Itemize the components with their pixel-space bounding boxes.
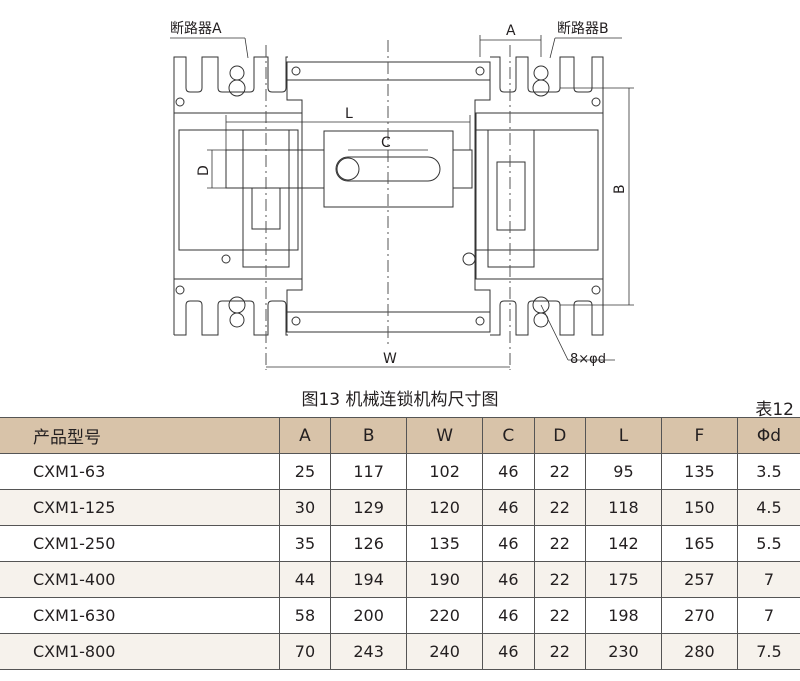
value-cell: 70: [278, 633, 331, 670]
value-cell: 58: [278, 597, 331, 634]
value-cell: 95: [584, 453, 662, 490]
centerlines: [265, 40, 511, 370]
value-cell: 4.5: [736, 489, 800, 526]
value-cell: 44: [278, 561, 331, 598]
value-cell: 280: [660, 633, 738, 670]
value-cell: 25: [278, 453, 331, 490]
value-cell: 194: [330, 561, 407, 598]
value-cell: 135: [660, 453, 738, 490]
value-cell: 46: [482, 597, 535, 634]
column-header: D: [533, 417, 586, 454]
value-cell: 200: [330, 597, 407, 634]
value-cell: 46: [482, 453, 535, 490]
column-header: B: [330, 417, 407, 454]
model-cell: CXM1-63: [33, 462, 106, 481]
breaker-b-outline: [462, 56, 604, 336]
figure-caption: 图13 机械连锁机构尺寸图: [301, 390, 499, 410]
value-cell: 220: [406, 597, 483, 634]
value-cell: 117: [330, 453, 407, 490]
breaker-b-label: 断路器B: [557, 21, 609, 37]
interlock-dimension-drawing: 断路器A 断路器B A L C D B W 8×φd: [170, 21, 634, 370]
column-header: 产品型号: [0, 417, 280, 454]
value-cell: 35: [278, 525, 331, 562]
value-cell: 190: [406, 561, 483, 598]
column-header: C: [482, 417, 535, 454]
value-cell: 165: [660, 525, 738, 562]
dim-a-label: A: [506, 23, 516, 39]
value-cell: 7: [736, 597, 800, 634]
value-cell: 46: [482, 561, 535, 598]
value-cell: 243: [330, 633, 407, 670]
value-cell: 22: [533, 561, 586, 598]
value-cell: 270: [660, 597, 738, 634]
value-cell: 129: [330, 489, 407, 526]
column-header: A: [278, 417, 331, 454]
value-cell: 230: [584, 633, 662, 670]
hole-note-label: 8×φd: [570, 352, 606, 367]
model-cell: CXM1-250: [33, 534, 116, 553]
breaker-a-label: 断路器A: [170, 21, 222, 37]
value-cell: 22: [533, 633, 586, 670]
dim-d-label: D: [196, 165, 212, 176]
value-cell: 120: [406, 489, 483, 526]
value-cell: 22: [533, 597, 586, 634]
value-cell: 118: [584, 489, 662, 526]
value-cell: 22: [533, 489, 586, 526]
column-header: W: [406, 417, 483, 454]
value-cell: 46: [482, 489, 535, 526]
value-cell: 7: [736, 561, 800, 598]
value-cell: 30: [278, 489, 331, 526]
dim-w-label: W: [383, 351, 397, 367]
value-cell: 257: [660, 561, 738, 598]
column-header: F: [660, 417, 738, 454]
dim-c-label: C: [381, 135, 391, 151]
dim-l-label: L: [345, 106, 353, 122]
dim-b-label: B: [612, 184, 628, 194]
value-cell: 175: [584, 561, 662, 598]
value-cell: 7.5: [736, 633, 800, 670]
model-cell: CXM1-400: [33, 570, 116, 589]
table-number: 表12: [755, 400, 794, 420]
value-cell: 46: [482, 633, 535, 670]
model-cell: CXM1-630: [33, 606, 116, 625]
value-cell: 240: [406, 633, 483, 670]
model-cell: CXM1-800: [33, 642, 116, 661]
value-cell: 46: [482, 525, 535, 562]
value-cell: 3.5: [736, 453, 800, 490]
value-cell: 150: [660, 489, 738, 526]
value-cell: 126: [330, 525, 407, 562]
column-header: Φd: [736, 417, 800, 454]
dimension-lines: [170, 35, 634, 368]
value-cell: 102: [406, 453, 483, 490]
value-cell: 22: [533, 525, 586, 562]
interlock-frame: [225, 61, 491, 333]
value-cell: 135: [406, 525, 483, 562]
breaker-a-outline: [173, 56, 303, 336]
value-cell: 5.5: [736, 525, 800, 562]
value-cell: 22: [533, 453, 586, 490]
column-header: L: [584, 417, 662, 454]
model-cell: CXM1-125: [33, 498, 116, 517]
value-cell: 142: [584, 525, 662, 562]
value-cell: 198: [584, 597, 662, 634]
